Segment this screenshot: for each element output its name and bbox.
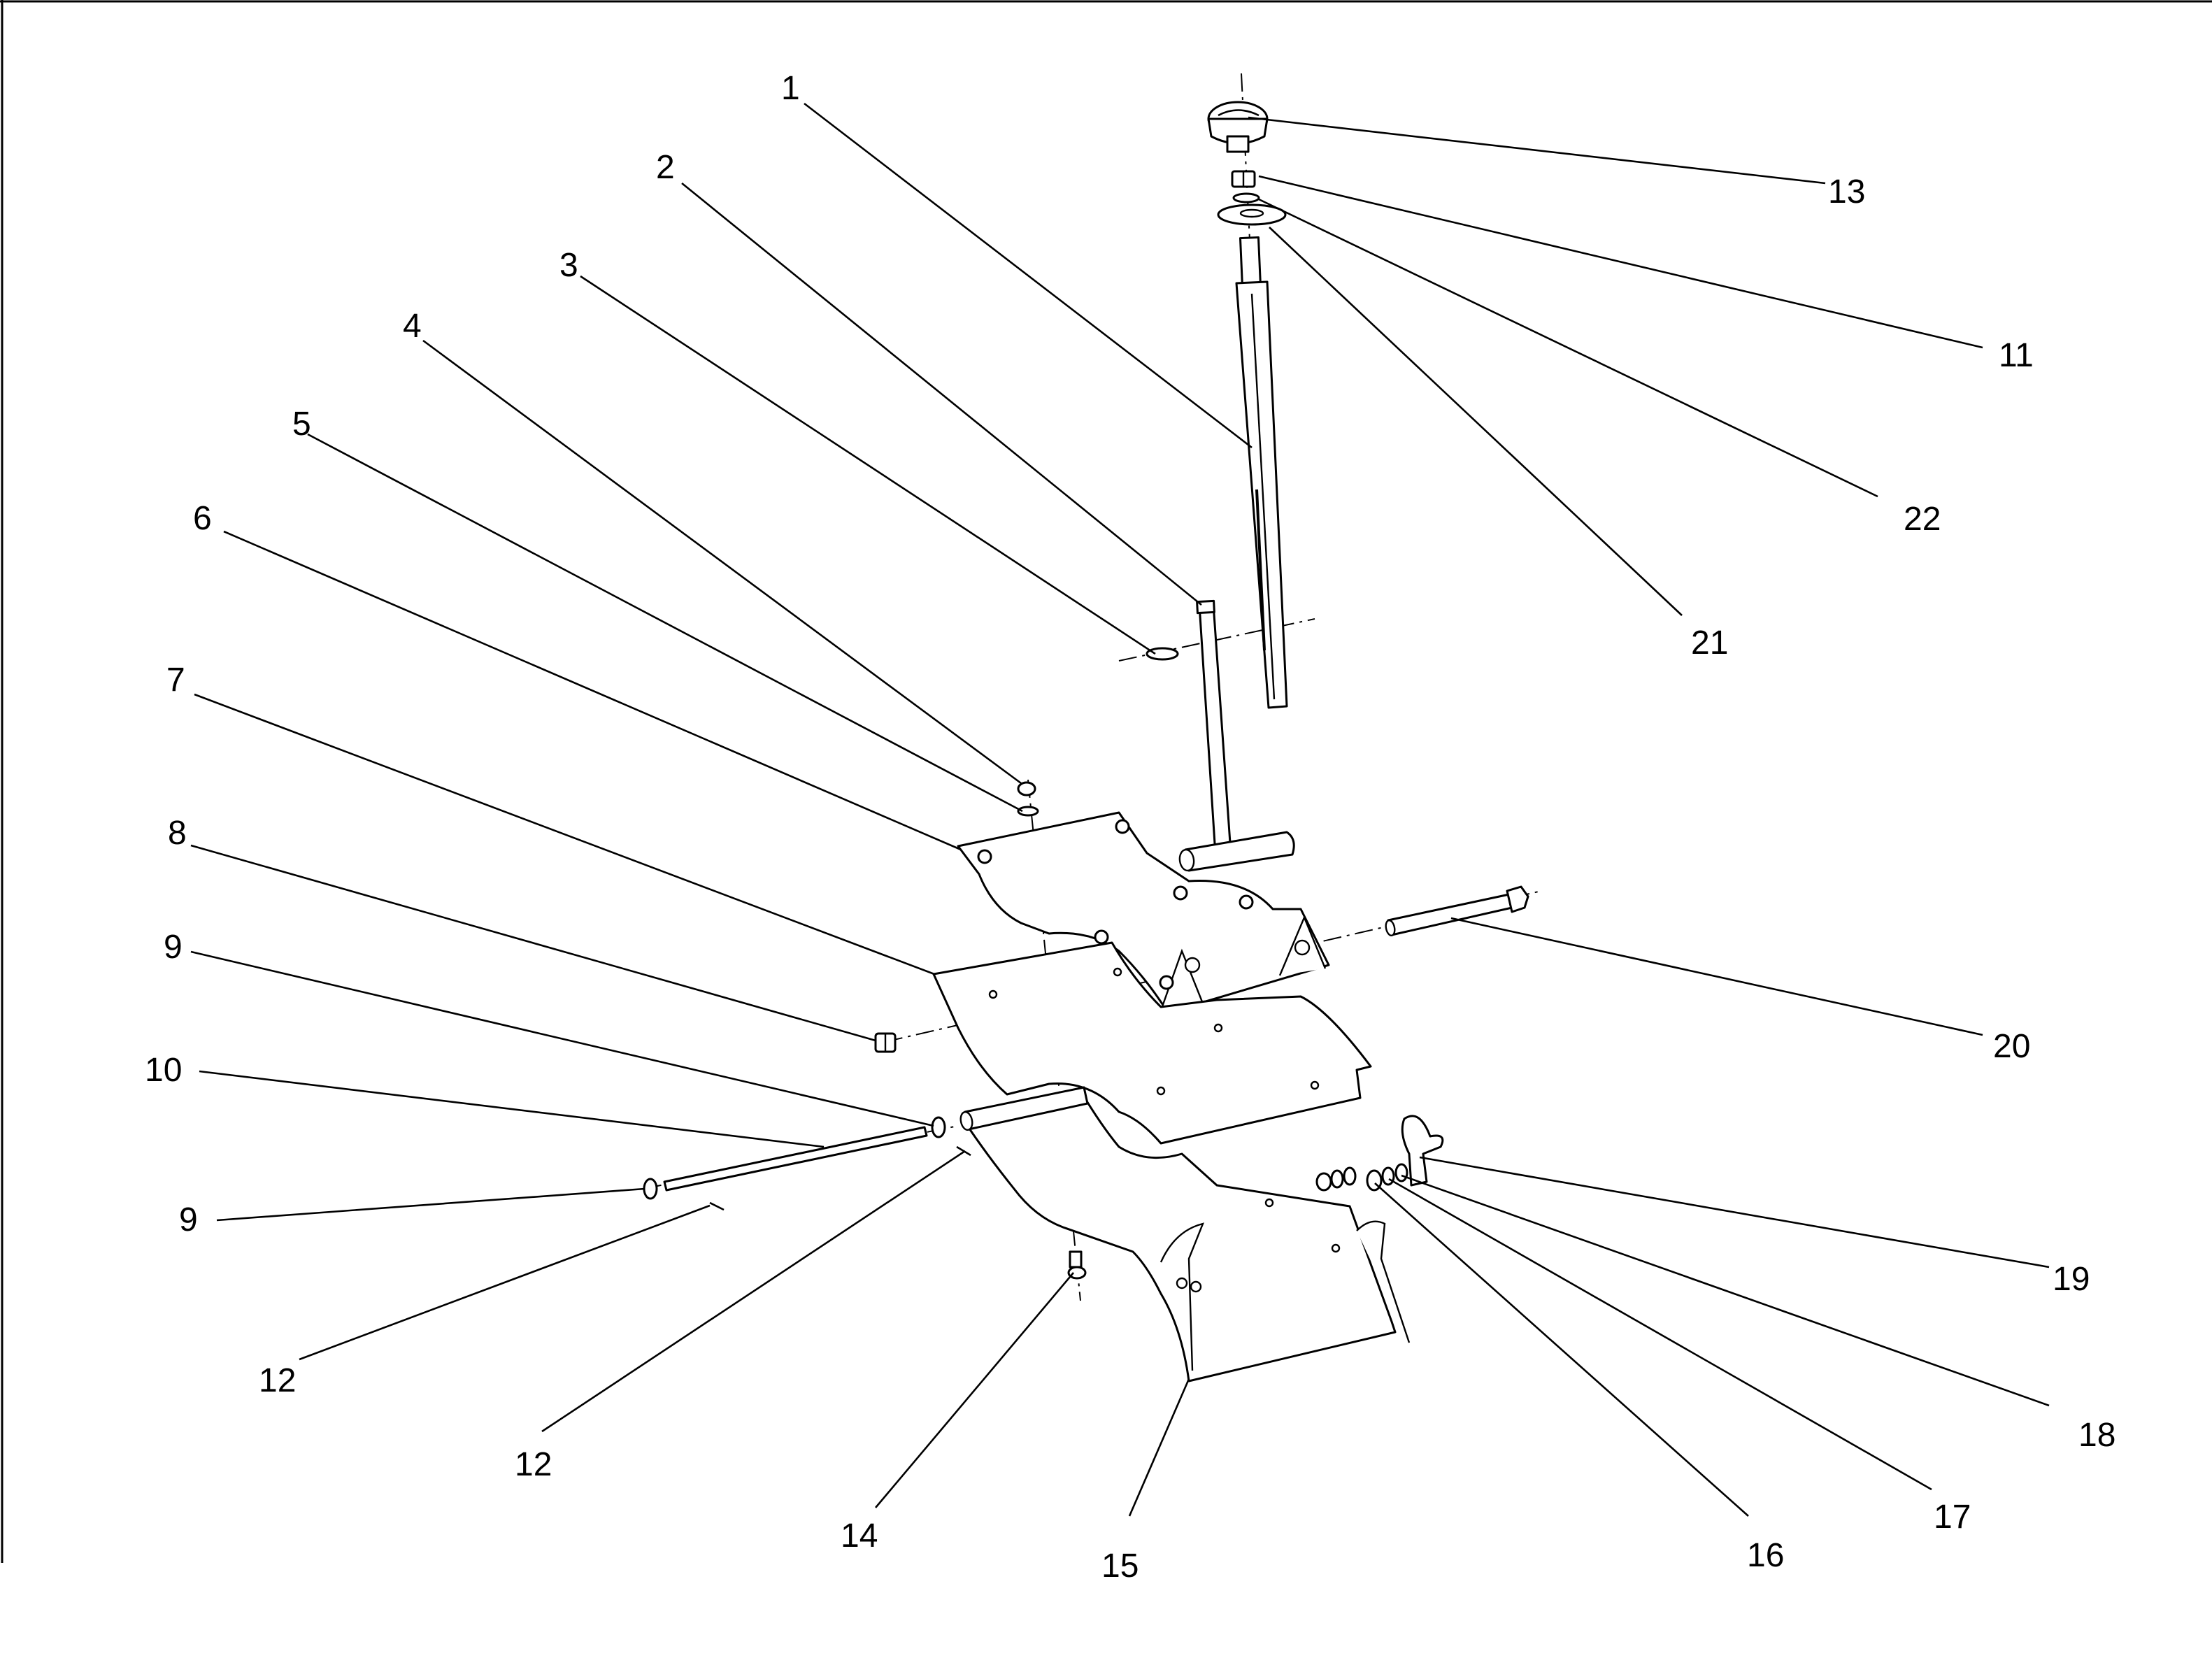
callout-20: 20 (1993, 1028, 2030, 1065)
callout-10: 10 (145, 1052, 182, 1089)
callout-6: 6 (193, 500, 212, 537)
leader-18 (1401, 1174, 2050, 1407)
hex-nut-top (1231, 170, 1256, 188)
lower-shell (964, 1089, 1411, 1382)
pin-washer-right (931, 1116, 946, 1138)
callout-3: 3 (559, 247, 578, 284)
bracket-nut (1017, 781, 1036, 796)
t-handle (1178, 599, 1295, 872)
leader-lines (190, 102, 2050, 1517)
callout-1: 1 (781, 70, 800, 107)
callout-12-right: 12 (515, 1446, 552, 1483)
right-side-hardware (1315, 1163, 1408, 1192)
callout-4: 4 (403, 308, 422, 345)
upper-bracket-plate (957, 811, 1330, 1014)
latch-hook (1401, 1115, 1444, 1187)
callout-18: 18 (2078, 1417, 2115, 1454)
callout-labels: 1 2 3 4 5 6 7 8 9 10 9 12 12 14 15 16 17… (145, 70, 2115, 1585)
leader-21 (1269, 227, 1683, 616)
leader-12b (541, 1150, 966, 1433)
leader-15 (1128, 1378, 1190, 1517)
star-knob (1207, 101, 1269, 153)
leader-10 (199, 1070, 825, 1148)
leader-1 (804, 102, 1253, 449)
callout-2: 2 (656, 149, 675, 186)
middle-plate (932, 941, 1372, 1145)
cross-pin (663, 1126, 928, 1192)
bracket-washer (1017, 806, 1039, 817)
leader-9a (190, 950, 934, 1127)
callout-7: 7 (166, 662, 185, 699)
leader-13 (1248, 116, 1826, 185)
callout-12-left: 12 (259, 1362, 296, 1399)
flat-washer-top (1217, 203, 1287, 226)
leader-3 (580, 275, 1156, 655)
adjusting-rod (1235, 236, 1288, 709)
callout-15: 15 (1101, 1548, 1139, 1585)
leader-16 (1374, 1182, 1749, 1517)
leader-19 (1419, 1156, 2050, 1268)
pin-washer-left (643, 1178, 658, 1200)
rod-washer (1146, 647, 1179, 661)
callout-8: 8 (168, 815, 187, 852)
bottom-bolt (1067, 1250, 1087, 1280)
callout-17: 17 (1934, 1499, 1971, 1536)
leader-14 (875, 1272, 1074, 1508)
leader-7 (194, 693, 935, 975)
leader-22 (1258, 198, 1878, 498)
leader-11 (1258, 175, 1983, 349)
leader-6 (223, 530, 962, 851)
callout-11: 11 (1999, 337, 2034, 374)
callout-22: 22 (1904, 501, 1941, 538)
callout-14: 14 (841, 1517, 878, 1555)
callout-9-lower: 9 (179, 1201, 198, 1238)
retainer-clip-left (709, 1201, 725, 1211)
leader-20 (1450, 917, 1983, 1036)
leader-2 (681, 182, 1202, 606)
callout-21: 21 (1691, 624, 1728, 662)
leader-12a (299, 1204, 711, 1361)
leader-9b (216, 1187, 645, 1222)
leader-5 (307, 433, 1023, 813)
callout-5: 5 (292, 406, 311, 443)
callout-19: 19 (2053, 1261, 2090, 1298)
callout-13: 13 (1828, 173, 1865, 210)
lock-washer-top (1232, 192, 1260, 203)
pivot-nut (874, 1032, 897, 1053)
pivot-bolt (1385, 885, 1529, 937)
callout-9-upper: 9 (164, 929, 183, 966)
leader-4 (422, 339, 1022, 785)
leader-17 (1388, 1178, 1932, 1491)
leader-8 (190, 844, 876, 1042)
callout-16: 16 (1747, 1537, 1784, 1574)
cross-tube (959, 1086, 1089, 1131)
